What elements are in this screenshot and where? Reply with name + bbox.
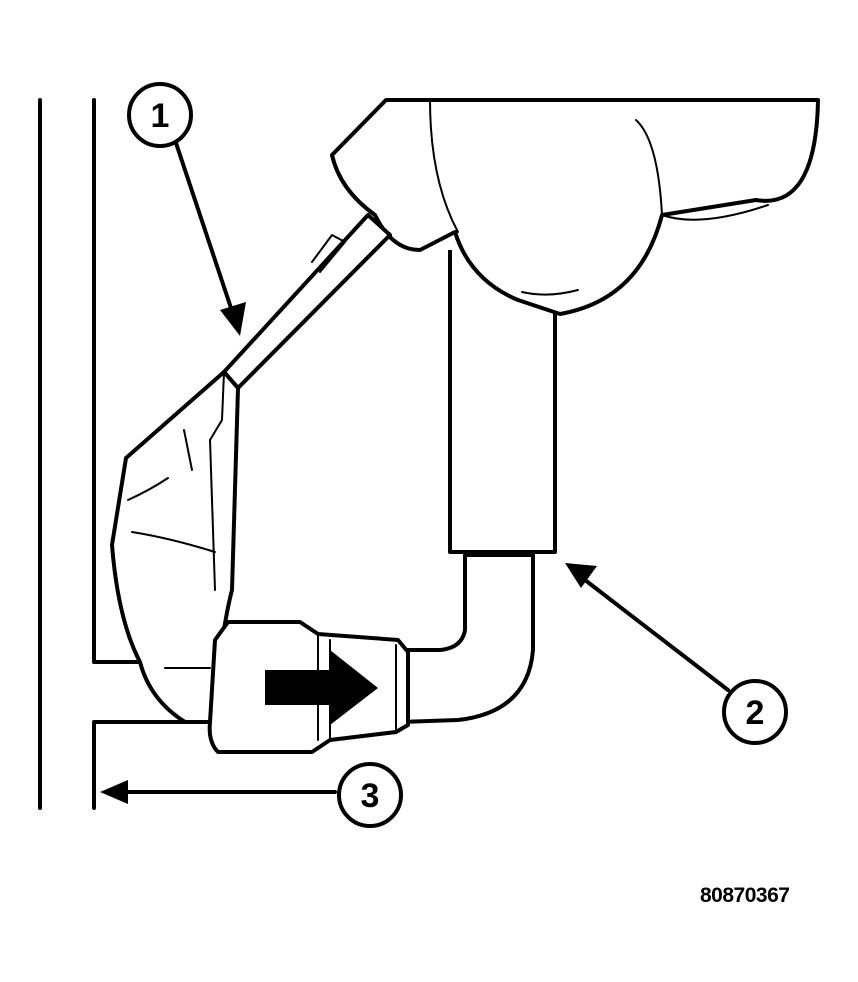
callout-1: 1 [127,82,193,148]
svg-text:1: 1 [151,97,170,135]
svg-text:2: 2 [746,694,765,732]
hand [330,98,820,316]
component-2-body [398,250,557,724]
svg-text:3: 3 [361,777,380,815]
leader-lines [100,138,730,804]
callout-3: 3 [337,762,403,828]
callout-2: 2 [722,679,788,745]
wall-surface [38,98,187,810]
figure-id: 80870367 [700,884,790,907]
tool-1 [110,213,392,724]
push-direction-arrow [265,650,378,725]
